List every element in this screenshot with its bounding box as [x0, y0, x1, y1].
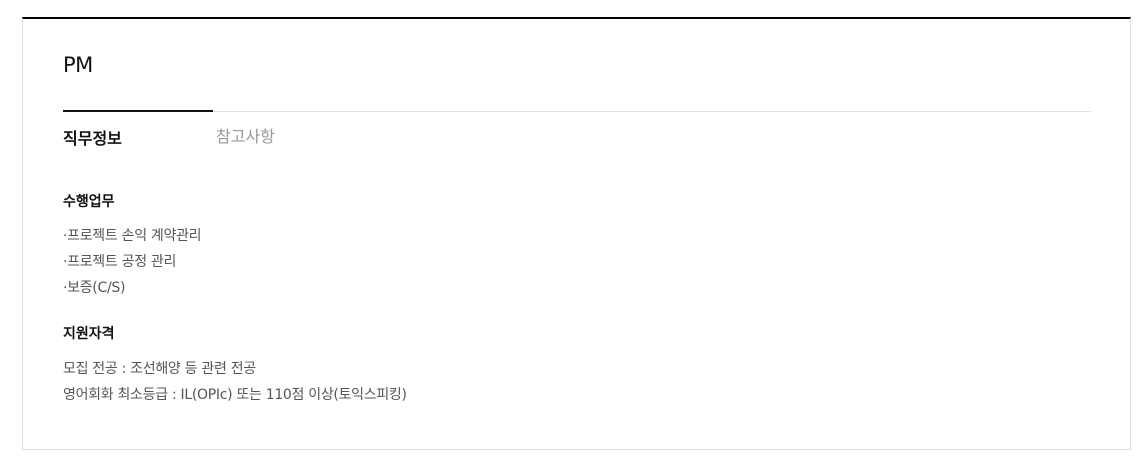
list-item: 영어회화 최소등급 : IL(OPIc) 또는 110점 이상(토익스피킹) — [63, 387, 407, 403]
tab-bar: 직무정보 참고사항 — [63, 110, 1091, 152]
qualifications-list: 모집 전공 : 조선해양 등 관련 전공 영어회화 최소등급 : IL(OPIc… — [63, 356, 407, 408]
tab-job-info[interactable]: 직무정보 — [63, 110, 213, 150]
tab-notes[interactable]: 참고사항 — [216, 127, 275, 146]
list-item: 모집 전공 : 조선해양 등 관련 전공 — [63, 361, 256, 377]
section-heading-qualifications: 지원자격 — [63, 326, 115, 342]
job-title: PM — [63, 53, 93, 77]
list-item: ·프로젝트 손익 계약관리 — [63, 228, 202, 244]
section-heading-duties: 수행업무 — [63, 194, 115, 210]
duties-list: ·프로젝트 손익 계약관리 ·프로젝트 공정 관리 ·보증(C/S) — [63, 223, 202, 301]
list-item: ·프로젝트 공정 관리 — [63, 254, 177, 270]
list-item: ·보증(C/S) — [63, 280, 126, 296]
job-detail-card: PM 직무정보 참고사항 수행업무 ·프로젝트 손익 계약관리 ·프로젝트 공정… — [22, 17, 1131, 450]
